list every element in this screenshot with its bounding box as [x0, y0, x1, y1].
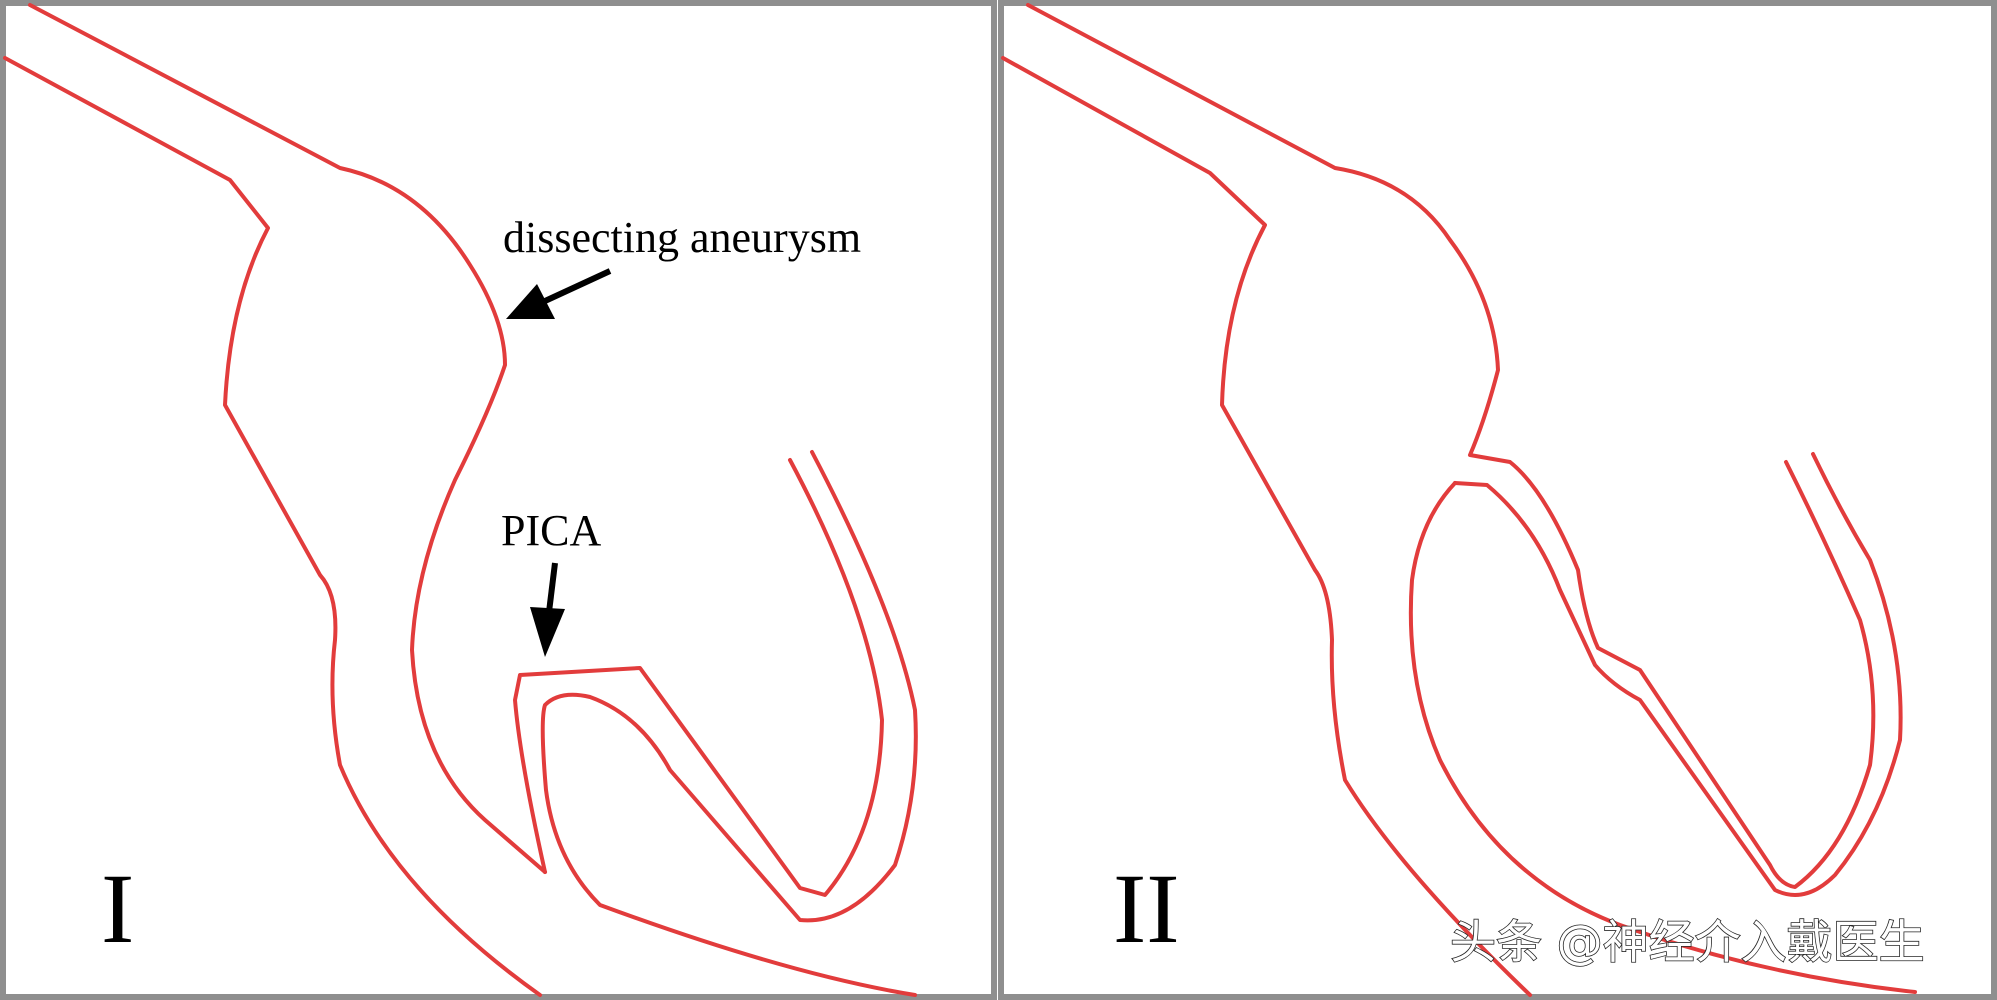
pica-arrow-head [530, 607, 565, 657]
panel-i-frame [0, 0, 997, 1000]
panel-i-numeral: I [101, 853, 134, 964]
vessel-wall-upper-left [1026, 3, 1876, 889]
panel-ii-frame [998, 0, 1997, 1000]
vessel-lower-loop [1408, 481, 1917, 994]
vessel-wall-lower-left [3, 56, 542, 997]
pica-vessel-outer [540, 450, 918, 997]
label-pica: PICA [501, 506, 601, 555]
panel-ii-numeral: II [1113, 853, 1180, 964]
watermark-text: 头条 @神经介入戴医生 [1450, 915, 1925, 969]
vessel-balloon-curve [1453, 452, 1903, 897]
pica-vessel [513, 458, 884, 897]
aneurysm-arrow-head [506, 284, 555, 319]
vessel-wall-lower-left [1001, 56, 1532, 997]
panel-i: dissecting aneurysm PICA I [0, 0, 997, 1000]
vessel-wall-upper-left [28, 3, 547, 874]
aneurysm-arrow-shaft [543, 268, 612, 304]
panel-ii: II [998, 0, 1997, 1000]
label-dissecting-aneurysm: dissecting aneurysm [503, 213, 861, 262]
pica-arrow-shaft [546, 562, 558, 613]
